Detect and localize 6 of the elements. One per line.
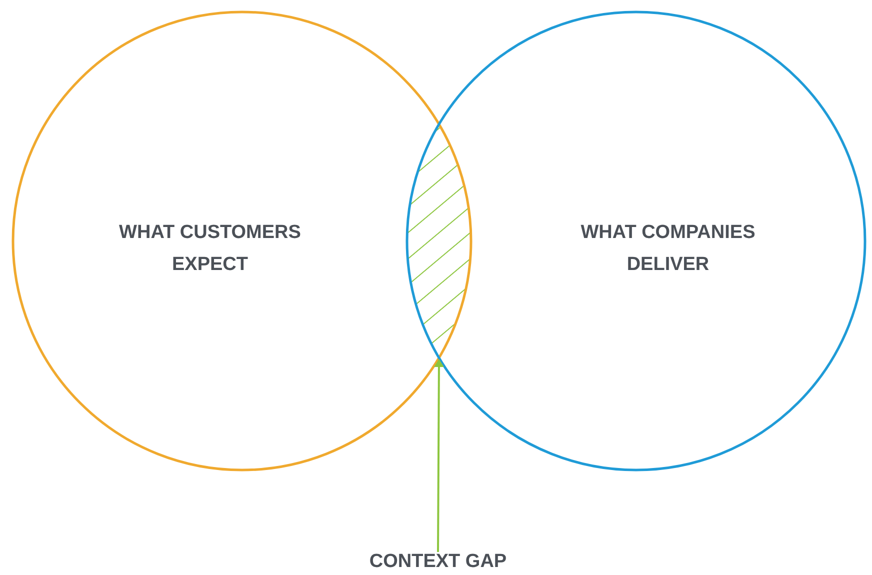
- circle-label: WHAT CUSTOMERS EXPECT: [118, 221, 302, 277]
- leader-arrow: [434, 359, 444, 552]
- circle-label: WHAT COMPANIES DELIVER: [580, 221, 756, 277]
- callout-label: CONTEXT GAP: [369, 550, 507, 574]
- venn-circle: [12, 10, 472, 472]
- venn-circle: [406, 10, 866, 472]
